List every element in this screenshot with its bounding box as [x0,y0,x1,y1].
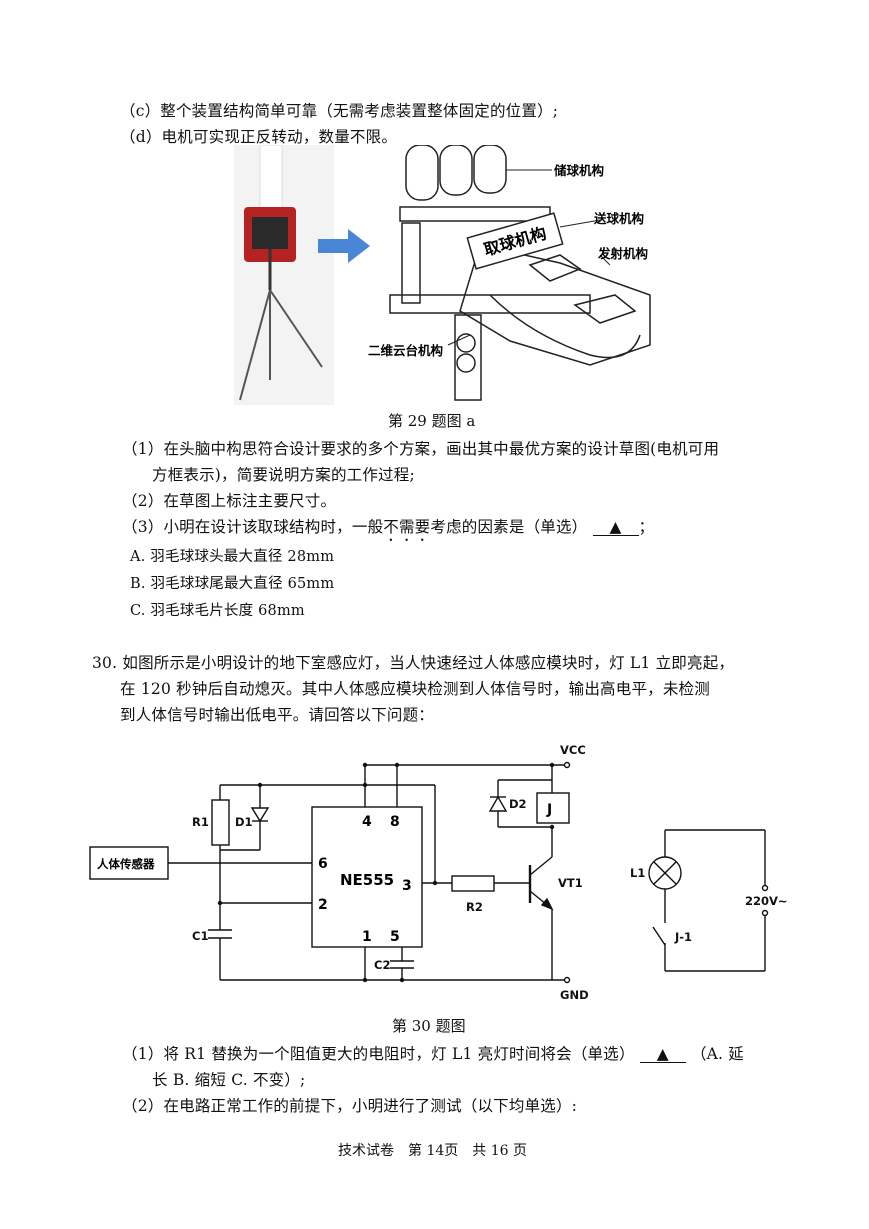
pin-3: 3 [402,878,412,894]
label-gimbal: 二维云台机构 [368,343,443,358]
ne555-chip [311,806,423,948]
ac-label: 220V~ [745,894,788,908]
pin-4: 4 [362,814,372,830]
pin-1: 1 [362,929,372,945]
item-d: （d）电机可实现正反转动，数量不限。 [120,128,398,146]
pin-8: 8 [390,814,400,830]
r2-label: R2 [466,900,483,914]
vcc-label: VCC [560,743,586,757]
answer-blank: ▲ [639,1046,686,1063]
option-c: C. 羽毛球毛片长度 68mm [130,603,305,619]
l1-label: L1 [630,866,645,880]
label-storage: 储球机构 [553,163,604,178]
page-footer: 技术试卷 第 14页 共 16 页 [338,1143,527,1159]
gnd-label: GND [560,988,589,1002]
q30-line3: 到人体信号时输出低电平。请回答以下问题： [120,706,435,724]
r2-resistor [451,875,495,892]
c2-label: C2 [374,958,390,972]
figure-30-caption: 第 30 题图 [392,1017,466,1035]
tripod-leg [269,289,323,368]
d2-label: D2 [509,797,527,811]
storage-tube-photo [259,145,283,211]
q30-line1: 30. 如图所示是小明设计的地下室感应灯，当人快速经过人体感应模块时，灯 L1 … [92,654,735,672]
vt1-arrow [540,897,554,911]
q30-line2: 在 120 秒钟后自动熄灭。其中人体感应模块检测到人体信号时，输出高电平，未检测 [120,680,710,698]
figure-29a: 取球机构 储球机构 送球机构 发射机构 二维云台机构 [234,145,651,405]
mechanism-drawing [389,145,651,401]
c1-label: C1 [192,929,208,943]
sensor-label: 人体传感器 [97,857,155,871]
emphasis-text: 不需要 [383,518,431,536]
relay-coil [536,792,570,824]
q29-part1-line2: 方框表示)，简要说明方案的工作过程; [152,466,415,484]
d1-label: D1 [235,815,253,829]
q29-part2: （2）在草图上标注主要尺寸。 [122,492,337,510]
option-b: B. 羽毛球球尾最大直径 65mm [130,576,335,592]
pin-6: 6 [318,856,328,872]
d1-diode [250,807,270,823]
label-launch: 发射机构 [597,246,648,261]
arrow-icon [318,229,370,263]
q29-part1-line1: （1）在头脑中构思符合设计要求的多个方案，画出其中最优方案的设计草图(电机可用 [122,440,720,458]
option-a: A. 羽毛球球头最大直径 28mm [130,549,335,565]
pin-2: 2 [318,897,328,913]
relay-label: J [546,802,552,818]
q30-part1-line1: （1）将 R1 替换为一个阻值更大的电阻时，灯 L1 亮灯时间将会（单选） ▲ … [122,1045,745,1063]
d2-diode [488,795,508,812]
answer-blank: ▲ [592,519,639,536]
figure-29a-caption: 第 29 题图 a [388,412,476,430]
q30-part1-line2: 长 B. 缩短 C. 不变）; [152,1071,306,1089]
label-feed: 送球机构 [593,211,644,226]
q29-part3: （3）小明在设计该取球结构时，一般不需要考虑的因素是（单选） ▲； [122,518,655,536]
r1-label: R1 [192,815,209,829]
vt1-label: VT1 [558,876,583,890]
tripod-leg [239,289,271,401]
item-c: （c）整个装置结构简单可靠（无需考虑装置整体固定的位置）; [120,102,559,120]
relay-contact [652,926,666,946]
q30-part2: （2）在电路正常工作的前提下，小明进行了测试（以下均单选）: [122,1097,578,1115]
j1-label: J-1 [674,930,692,944]
r1-resistor [211,799,230,846]
pin-5: 5 [390,929,400,945]
chip-label: NE555 [340,871,394,889]
circuit-diagram: VCC GND R1 D1 C1 C2 R2 D2 VT1 L1 J-1 220… [89,743,788,1002]
